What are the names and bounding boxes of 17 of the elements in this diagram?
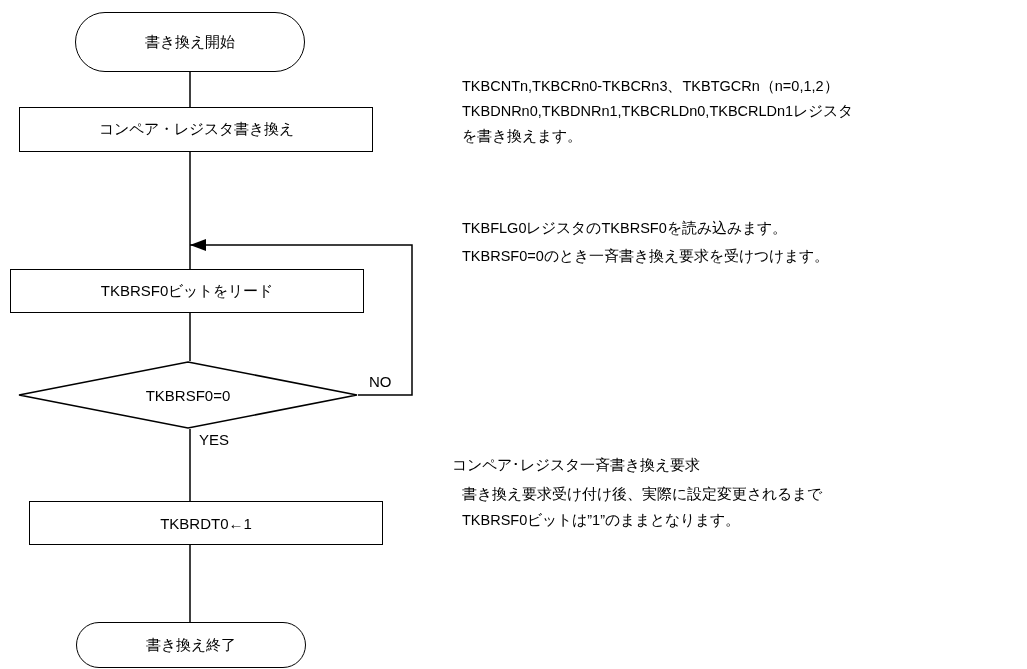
connector-line — [189, 544, 191, 623]
terminal-box: 書き換え終了 — [76, 622, 306, 668]
connector-line — [189, 428, 191, 502]
note-text: TKBFLG0レジスタのTKBRSF0を読み込みます。 — [462, 219, 788, 238]
note-text: TKBCNTn,TKBCRn0-TKBCRn3、TKBTGCRn（n=0,1,2） TKBDNRn0,TKBDNRn1,TKBCRLDn0,TKBCRLDn1レジスタを書き換えます。 — [462, 77, 855, 146]
loop-arrow — [189, 239, 413, 396]
decision-diamond: TKBRSF0=0 — [18, 361, 358, 429]
process-box: TKBRSF0ビットをリード — [10, 269, 364, 313]
connector-line — [189, 151, 191, 270]
note-text: 書き換え要求受け付け後、実際に設定変更されるまでTKBRSF0ビットは”1”のままとなります。 — [462, 485, 823, 530]
connector-line — [189, 71, 191, 108]
process-box: TKBRDT0←1 — [29, 501, 383, 545]
terminal-box: 書き換え開始 — [75, 12, 305, 72]
note-text: TKBRSF0=0のとき一斉書き換え要求を受けつけます。 — [462, 247, 830, 266]
connector-line — [189, 312, 191, 362]
note-text: コンペア･レジスタ一斉書き換え要求 — [452, 456, 701, 475]
process-box: コンペア・レジスタ書き換え — [19, 107, 373, 152]
